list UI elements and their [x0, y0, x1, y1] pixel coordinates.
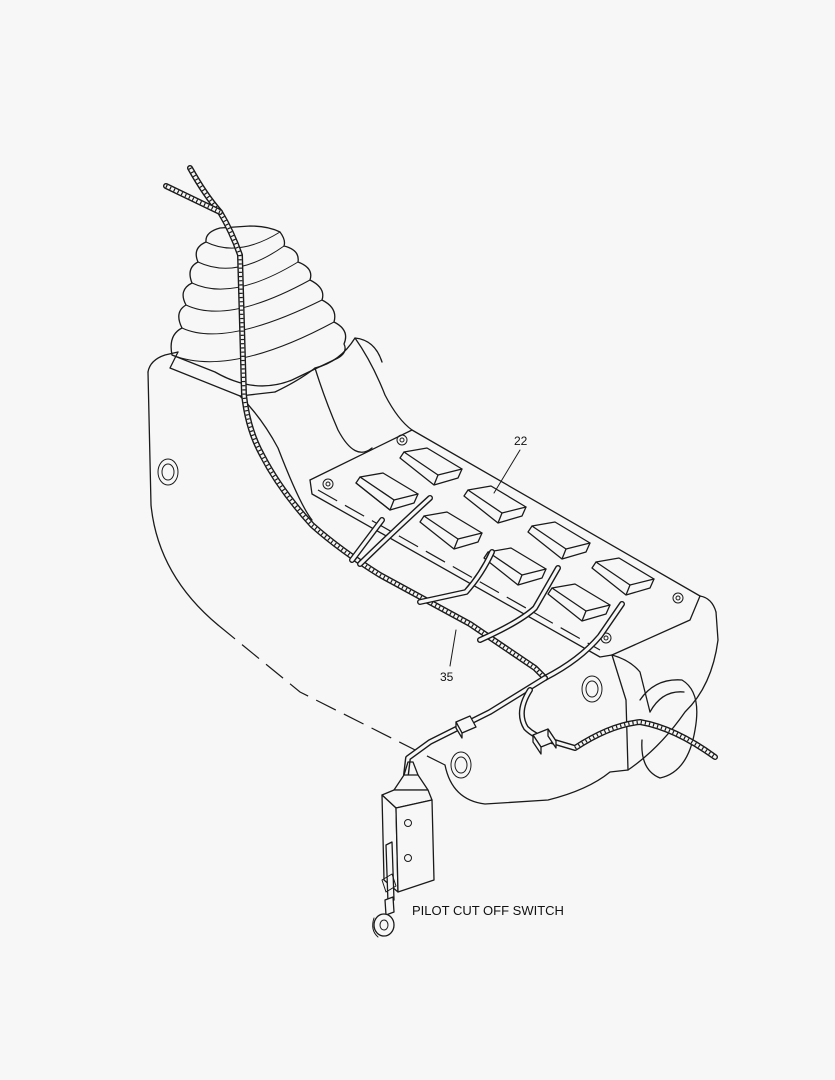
callout-35-number: 35: [440, 670, 454, 684]
joystick-boot: [170, 225, 347, 387]
switch-pads: [355, 447, 655, 622]
connector-left: [455, 715, 477, 739]
callout-22: 22: [493, 434, 528, 494]
switch-pad-2: [399, 447, 463, 486]
pilot-cut-off-switch: [372, 761, 435, 938]
callout-22-number: 22: [514, 434, 528, 448]
callout-35: 35: [440, 629, 457, 684]
switch-pad-5: [483, 547, 547, 586]
switch-pad-8: [591, 557, 655, 596]
switch-pad-3: [419, 511, 483, 550]
switch-pad-1: [355, 472, 419, 511]
pilot-cut-off-switch-label: PILOT CUT OFF SWITCH: [412, 903, 564, 918]
wiring-harness: [163, 165, 718, 778]
connector-right: [532, 728, 557, 755]
console-body: [147, 337, 719, 805]
switch-pad-7: [547, 583, 611, 622]
switch-pad-6: [527, 521, 591, 560]
switch-pad-4: [463, 485, 527, 524]
